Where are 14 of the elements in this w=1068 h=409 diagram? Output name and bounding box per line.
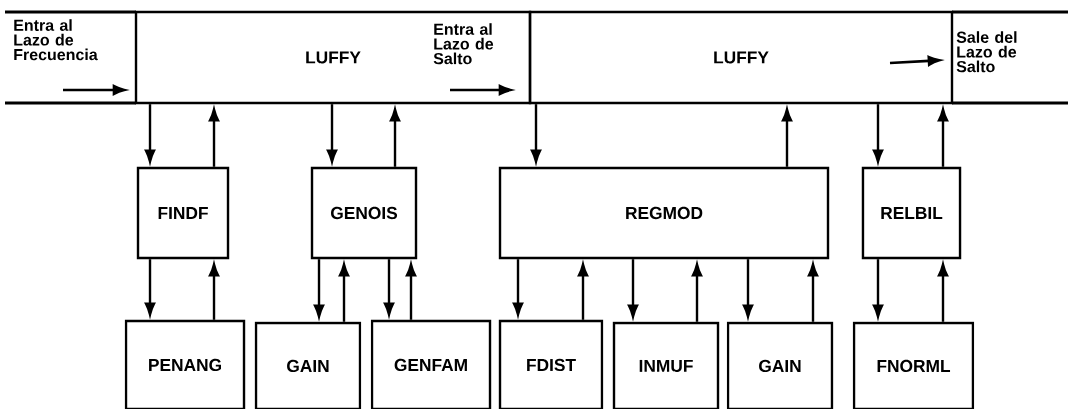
band-section: LUFFY xyxy=(528,10,954,105)
process-box: FDIST xyxy=(498,319,604,409)
note-text: Entra al Lazo de Frecuencia xyxy=(14,19,98,61)
process-box: INMUF xyxy=(612,321,720,409)
process-box: RELBIL xyxy=(861,166,962,260)
process-box: FINDF xyxy=(136,166,230,260)
process-box: GENFAM xyxy=(370,319,492,409)
process-box: REGMOD xyxy=(498,166,830,260)
process-box: PENANG xyxy=(124,319,246,409)
process-box: GAIN xyxy=(726,321,834,409)
process-box: FNORML xyxy=(852,321,975,409)
note-text: Entra al Lazo de Salto xyxy=(433,23,494,65)
process-box: GAIN xyxy=(254,321,362,409)
process-box: GENOIS xyxy=(310,166,418,260)
